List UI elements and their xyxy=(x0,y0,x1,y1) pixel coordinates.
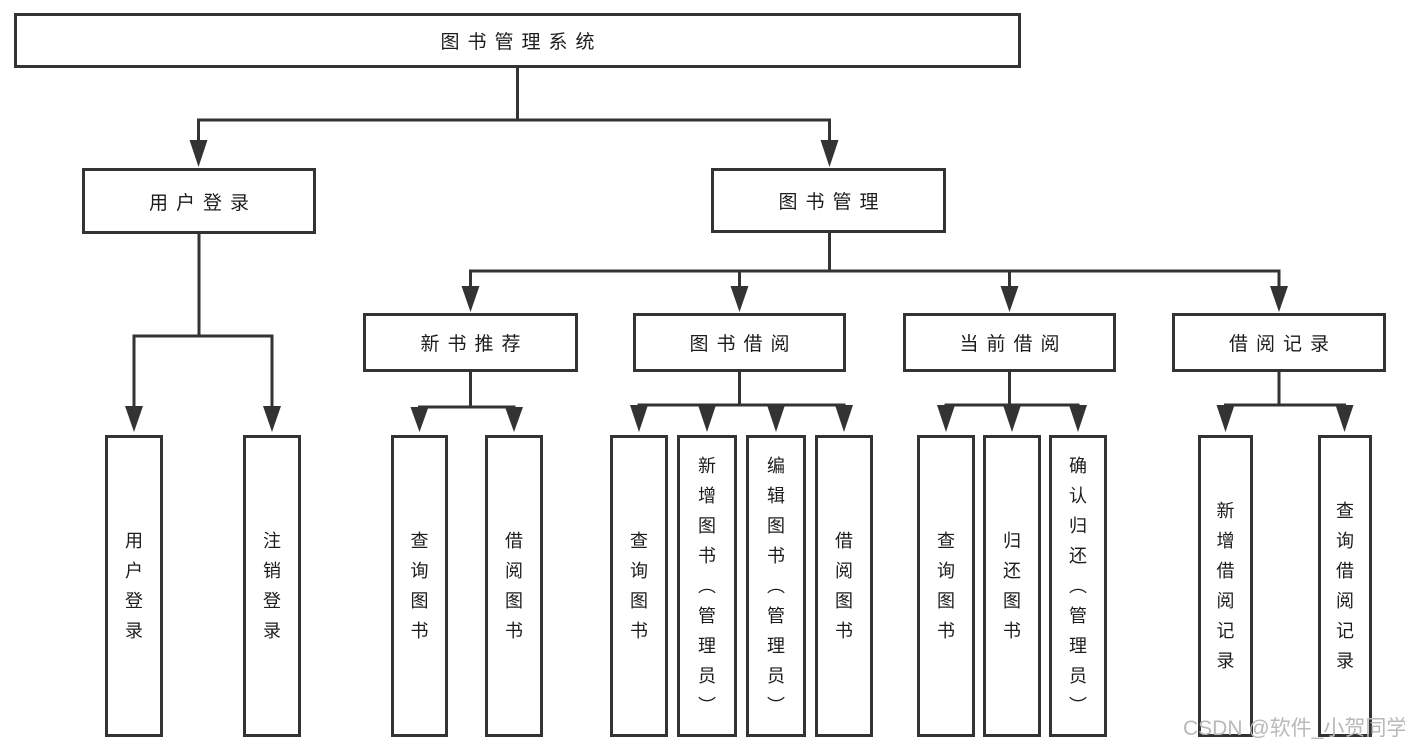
leaf-user-login: 用户登录 xyxy=(105,435,163,737)
node-book-mgmt-label: 图书管理 xyxy=(778,192,887,213)
leaf-query-borrow-record: 查询借阅记录 xyxy=(1318,435,1372,737)
leaf-logout: 注销登录 xyxy=(243,435,301,737)
leaf-query-books-recommend-label: 查询图书 xyxy=(410,531,429,641)
node-book-borrow: 图书借阅 xyxy=(633,313,846,372)
leaf-add-borrow-record: 新增借阅记录 xyxy=(1198,435,1253,737)
leaf-user-login-label: 用户登录 xyxy=(125,531,143,641)
connector-mgmt-to-level3 xyxy=(461,231,1288,312)
leaf-add-borrow-record-label: 新增借阅记录 xyxy=(1216,501,1235,671)
watermark: CSDN @软件_小贺同学 xyxy=(1183,717,1405,740)
leaf-query-books-current: 查询图书 xyxy=(917,435,975,737)
node-new-book-recommend: 新书推荐 xyxy=(363,313,578,372)
node-new-book-recommend-label: 新书推荐 xyxy=(420,334,529,355)
connector-records-to-leaves xyxy=(1216,370,1354,432)
leaf-add-books-admin: 新增图书︵管理员︶ xyxy=(677,435,737,737)
leaf-edit-books-admin-label: 编辑图书︵管理员︶ xyxy=(767,456,785,716)
node-current-borrow: 当前借阅 xyxy=(903,313,1116,372)
node-book-borrow-label: 图书借阅 xyxy=(689,334,798,355)
connector-login-to-leaves xyxy=(125,232,281,432)
node-root-label: 图书管理系统 xyxy=(440,32,603,53)
leaf-edit-books-admin: 编辑图书︵管理员︶ xyxy=(746,435,806,737)
leaf-borrow-books-recommend: 借阅图书 xyxy=(485,435,543,737)
connector-borrow-to-leaves xyxy=(630,370,853,432)
leaf-add-books-admin-label: 新增图书︵管理员︶ xyxy=(698,456,716,716)
leaf-query-books-borrow-label: 查询图书 xyxy=(630,531,648,641)
leaf-borrow-books-recommend-label: 借阅图书 xyxy=(505,531,523,641)
node-borrow-records: 借阅记录 xyxy=(1172,313,1386,372)
node-root: 图书管理系统 xyxy=(14,13,1021,68)
connector-newbook-to-leaves xyxy=(410,370,523,432)
leaf-return-books: 归还图书 xyxy=(983,435,1041,737)
node-book-mgmt: 图书管理 xyxy=(711,168,946,233)
leaf-query-borrow-record-label: 查询借阅记录 xyxy=(1336,501,1354,671)
node-user-login-label: 用户登录 xyxy=(148,192,257,214)
leaf-query-books-current-label: 查询图书 xyxy=(937,531,955,641)
leaf-confirm-return-admin-label: 确认归还︵管理员︶ xyxy=(1069,456,1087,716)
node-borrow-records-label: 借阅记录 xyxy=(1228,334,1337,355)
node-user-login: 用户登录 xyxy=(82,168,316,234)
leaf-logout-label: 注销登录 xyxy=(263,531,281,641)
leaf-borrow-books: 借阅图书 xyxy=(815,435,873,737)
leaf-query-books-recommend: 查询图书 xyxy=(391,435,448,737)
leaf-return-books-label: 归还图书 xyxy=(1003,531,1021,641)
leaf-query-books-borrow: 查询图书 xyxy=(610,435,668,737)
node-current-borrow-label: 当前借阅 xyxy=(959,334,1068,355)
leaf-confirm-return-admin: 确认归还︵管理员︶ xyxy=(1049,435,1107,737)
leaf-borrow-books-label: 借阅图书 xyxy=(835,531,853,641)
connector-current-to-leaves xyxy=(937,370,1087,432)
connector-root-to-level2 xyxy=(189,66,839,167)
